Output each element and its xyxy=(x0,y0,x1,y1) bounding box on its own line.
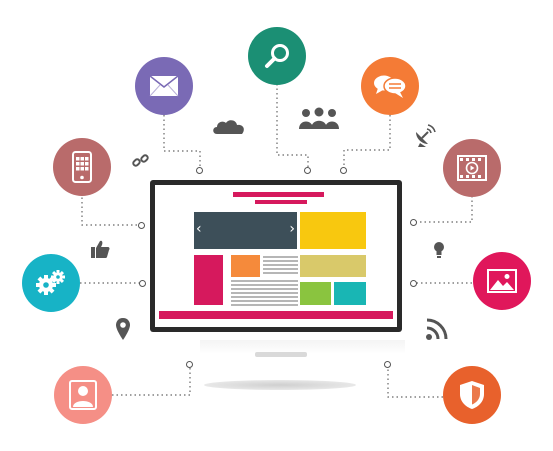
map-pin-icon xyxy=(116,318,130,340)
shield-icon xyxy=(460,381,484,409)
green-block xyxy=(300,282,331,305)
gears-icon xyxy=(36,270,65,295)
pink-block xyxy=(194,255,223,305)
yellow-block xyxy=(300,212,366,249)
slider-next-arrow[interactable]: › xyxy=(289,221,295,237)
video-player-icon xyxy=(457,155,487,181)
thumbs-up-icon xyxy=(91,240,110,258)
connector-node xyxy=(196,167,203,174)
envelope-icon xyxy=(149,75,179,97)
connector-node xyxy=(384,361,391,368)
settings-circle xyxy=(22,254,80,312)
header-bar xyxy=(233,192,324,197)
image-picture-icon xyxy=(487,269,517,293)
text-lines xyxy=(231,256,298,306)
connector-node xyxy=(340,167,347,174)
user-circle xyxy=(54,366,112,424)
cloud-icon xyxy=(213,120,244,134)
rss-feed-icon xyxy=(426,318,448,340)
chat-bubbles-icon xyxy=(374,75,407,98)
video-circle xyxy=(443,139,501,197)
pale-yellow-block xyxy=(300,255,366,277)
user-profile-icon xyxy=(69,380,97,410)
lightbulb-icon xyxy=(434,242,444,258)
teal-block xyxy=(334,282,366,305)
shield-circle xyxy=(443,366,501,424)
connector-node xyxy=(410,219,417,226)
chat-circle xyxy=(361,57,419,115)
connector-node xyxy=(410,280,417,287)
search-icon xyxy=(265,44,289,68)
monitor-screen: ‹ › xyxy=(155,185,397,327)
monitor-stand-base xyxy=(204,380,356,390)
connector-node xyxy=(304,167,311,174)
link-chain-icon xyxy=(132,154,149,167)
orange-block xyxy=(231,255,260,277)
connector-node xyxy=(139,280,146,287)
slider-prev-arrow[interactable]: ‹ xyxy=(196,221,202,237)
connector-node xyxy=(186,361,193,368)
image-circle xyxy=(473,252,531,310)
mobile-phone-icon xyxy=(72,151,92,183)
group-users-icon xyxy=(299,107,339,129)
satellite-dish-icon xyxy=(416,124,436,147)
email-circle xyxy=(135,57,193,115)
monitor: ‹ › xyxy=(150,180,402,332)
monitor-reflection xyxy=(200,340,405,354)
mobile-circle xyxy=(53,138,111,196)
subheader-bar xyxy=(255,200,307,204)
search-circle xyxy=(248,27,306,85)
connector-node xyxy=(138,222,145,229)
monitor-stand-neck xyxy=(255,352,307,357)
footer-bar xyxy=(159,311,393,319)
image-slider: ‹ › xyxy=(194,212,297,249)
